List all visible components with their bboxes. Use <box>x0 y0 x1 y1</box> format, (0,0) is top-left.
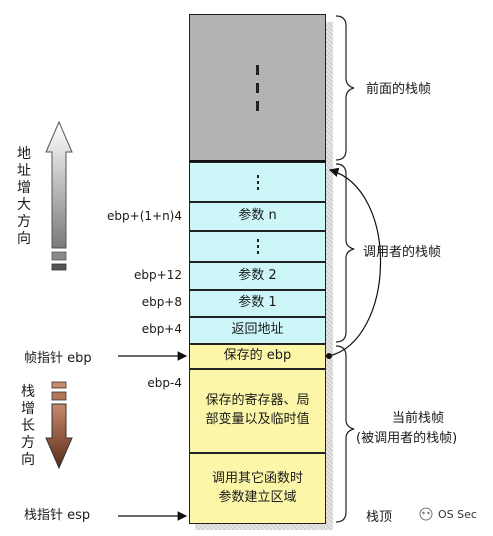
stack-top-label: 栈顶 <box>366 510 393 525</box>
previous-frames-block <box>189 14 326 162</box>
saved-registers-cell: 保存的寄存器、局部变量以及临时值 <box>189 369 326 453</box>
args-area-cell: 调用其它函数时参数建立区域 <box>189 453 326 524</box>
offset-ebp-12: ebp+12 <box>134 268 182 282</box>
param-1-cell: 参数 1 <box>189 290 326 317</box>
frame-pointer-label: 帧指针 ebp <box>24 351 92 366</box>
saved-registers-text: 保存的寄存器、局部变量以及临时值 <box>205 393 310 427</box>
caller-frame-label: 调用者的栈帧 <box>363 245 442 260</box>
stack-grows-text: 栈增长方向 <box>21 384 35 468</box>
offset-ebp-4: ebp+4 <box>141 322 182 336</box>
watermark-text: OS Sec <box>438 508 477 521</box>
param-n-cell: 参数 n <box>189 202 326 231</box>
brace-current-frame <box>335 345 355 523</box>
param-2-cell: 参数 2 <box>189 262 326 290</box>
caller-dots-top <box>189 162 326 202</box>
offset-ebp-1n-4: ebp+(1+n)4 <box>107 209 182 223</box>
current-frame-note: (被调用者的栈帧) <box>356 431 458 446</box>
stack-shadow-bottom <box>195 523 333 530</box>
stack-shadow-right <box>326 22 333 530</box>
previous-frames-dashes <box>190 15 325 160</box>
prev-frames-label: 前面的栈帧 <box>366 82 432 97</box>
saved-ebp-cell: 保存的 ebp <box>189 344 326 369</box>
saved-ebp-link-arrow <box>328 167 382 357</box>
return-address-cell: 返回地址 <box>189 317 326 344</box>
current-frame-label: 当前栈帧 <box>392 411 445 426</box>
args-area-text: 调用其它函数时参数建立区域 <box>211 470 303 505</box>
brace-caller-frame <box>335 163 355 343</box>
watermark-logo-icon <box>419 507 433 521</box>
address-grows-text: 地址增大方向 <box>17 146 31 247</box>
offset-ebp-8: ebp+8 <box>141 295 182 309</box>
stack-pointer-label: 栈指针 esp <box>24 508 91 523</box>
caller-dots-middle <box>189 231 326 262</box>
brace-prev-frames <box>335 15 355 161</box>
stack-grows-arrow-icon <box>45 381 73 470</box>
address-grows-arrow-icon <box>45 120 73 271</box>
offset-ebp-minus-4: ebp-4 <box>147 376 182 390</box>
